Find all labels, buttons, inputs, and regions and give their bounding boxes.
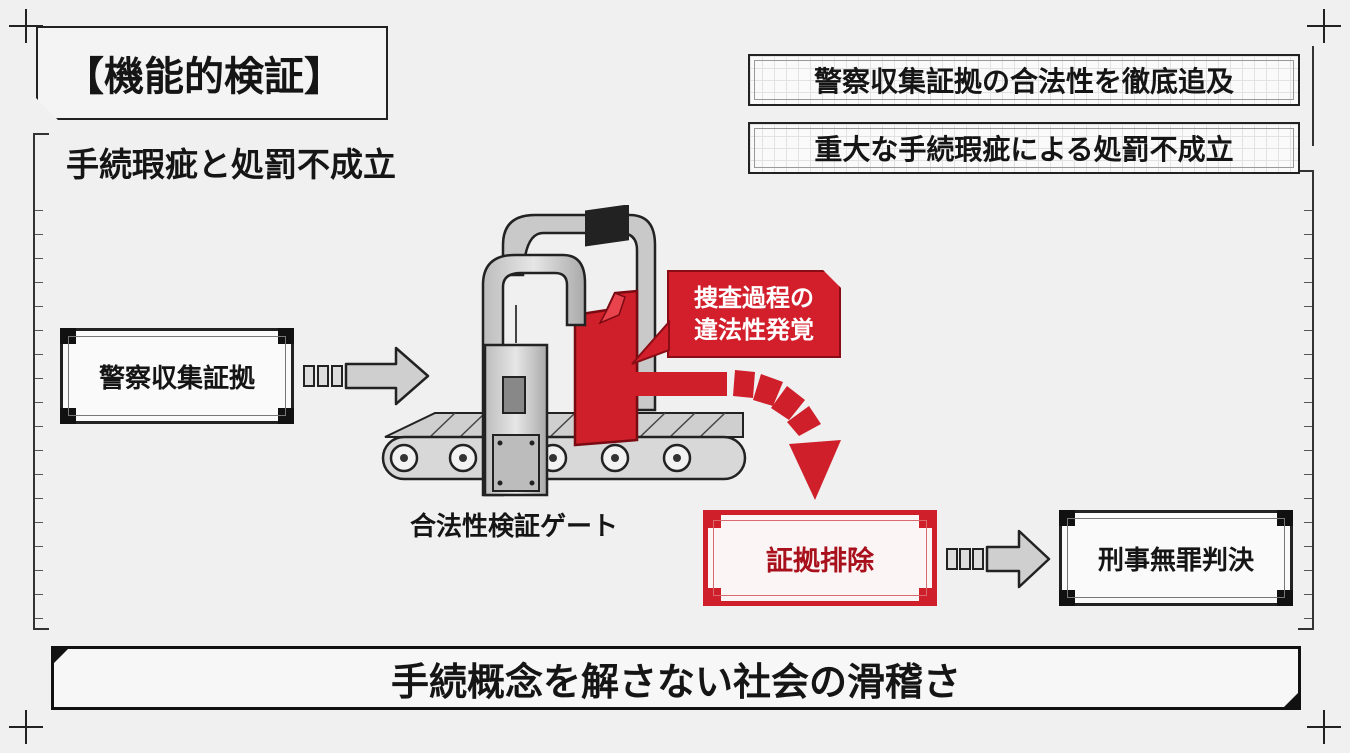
ruler-tick <box>1304 546 1312 547</box>
ruler-tick <box>1304 618 1312 619</box>
crosshair-icon <box>9 9 43 43</box>
ruler-tick <box>35 258 43 259</box>
ruler-tick <box>35 234 43 235</box>
arrow-right-icon <box>303 346 430 406</box>
frame-tick <box>1298 170 1312 172</box>
ruler-tick <box>35 450 43 451</box>
ruler-tick <box>1304 522 1312 523</box>
ruler-tick <box>1304 402 1312 403</box>
frame-right-line <box>1312 170 1314 630</box>
page-subtitle: 手続瑕疵と処罰不成立 <box>66 145 396 184</box>
ruler-tick <box>35 498 43 499</box>
ruler-tick <box>35 210 43 211</box>
ruler-tick <box>35 594 43 595</box>
ruler-tick <box>35 474 43 475</box>
conclusion-text: 手続概念を解さない社会の滑稽さ <box>390 659 961 704</box>
ruler-tick <box>1304 282 1312 283</box>
callout-pointer <box>631 320 670 365</box>
page-title: 【機能的検証】 <box>36 26 388 120</box>
ruler-tick <box>35 570 43 571</box>
ruler-tick <box>1304 258 1312 259</box>
frame-left-line <box>33 133 35 630</box>
callout-illegality-found: 捜査過程の 違法性発覚 <box>667 270 841 358</box>
ruler-tick <box>1304 330 1312 331</box>
curved-arrow-icon <box>625 370 841 500</box>
tag-procedural-defect: 重大な手続瑕疵による処罰不成立 <box>748 122 1300 174</box>
tag-evidence-legality: 警察収集証拠の合法性を徹底追及 <box>748 54 1300 106</box>
node-acquittal: 刑事無罪判決 <box>1059 510 1293 606</box>
ruler-tick <box>35 522 43 523</box>
node-police-evidence-label: 警察収集証拠 <box>98 363 255 394</box>
ruler-tick <box>1304 354 1312 355</box>
node-police-evidence: 警察収集証拠 <box>60 328 294 424</box>
frame-tick <box>35 133 49 135</box>
node-evidence-exclusion-label: 証拠排除 <box>766 545 874 577</box>
ruler-tick <box>35 354 43 355</box>
node-evidence-exclusion: 証拠排除 <box>703 510 937 606</box>
ruler-tick <box>1304 234 1312 235</box>
ruler-tick <box>1304 474 1312 475</box>
ruler-tick <box>35 330 43 331</box>
ruler-tick <box>35 426 43 427</box>
ruler-tick <box>1304 426 1312 427</box>
frame-right-upper-line <box>1312 46 1314 146</box>
gate-label: 合法性検証ゲート <box>410 512 619 542</box>
ruler-tick <box>1304 570 1312 571</box>
callout-line-2: 違法性発覚 <box>694 316 814 344</box>
ruler-tick <box>1304 306 1312 307</box>
arrow-right-icon <box>946 529 1051 589</box>
ruler-tick <box>1304 594 1312 595</box>
callout-line-1: 捜査過程の <box>694 284 814 312</box>
frame-tick <box>1298 628 1312 630</box>
ruler-tick <box>35 378 43 379</box>
ruler-tick <box>35 282 43 283</box>
ruler-tick <box>1304 210 1312 211</box>
ruler-tick <box>35 402 43 403</box>
ruler-tick <box>35 546 43 547</box>
node-acquittal-label: 刑事無罪判決 <box>1097 545 1254 576</box>
crosshair-icon <box>1307 710 1341 744</box>
ruler-tick <box>1304 450 1312 451</box>
ruler-tick <box>35 306 43 307</box>
conclusion-banner: 手続概念を解さない社会の滑稽さ <box>51 646 1301 710</box>
ruler-tick <box>35 618 43 619</box>
frame-tick <box>35 628 49 630</box>
crosshair-icon <box>1307 9 1341 43</box>
ruler-tick <box>1304 498 1312 499</box>
crosshair-icon <box>9 710 43 744</box>
ruler-tick <box>1304 378 1312 379</box>
